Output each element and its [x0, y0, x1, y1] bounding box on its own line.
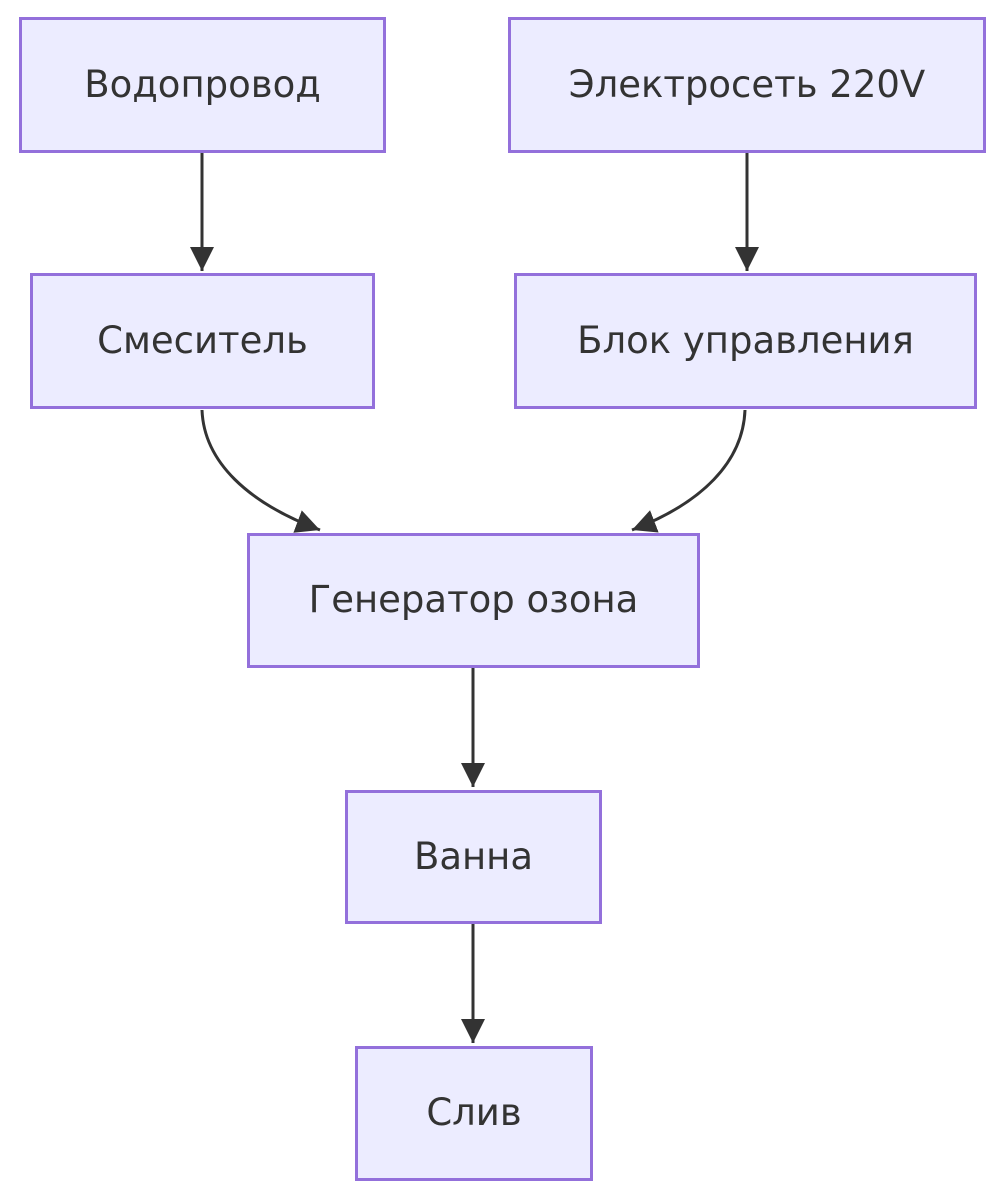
node-power-grid: Электросеть 220V [508, 17, 986, 153]
edge-mixer-to-ozone [200, 409, 321, 533]
node-control-unit-label: Блок управления [577, 318, 914, 362]
node-mixer-label: Смеситель [97, 318, 308, 362]
node-water-supply-label: Водопровод [84, 62, 321, 106]
node-drain-label: Слив [426, 1091, 522, 1135]
node-power-grid-label: Электросеть 220V [568, 62, 926, 106]
node-control-unit: Блок управления [514, 273, 977, 409]
node-drain: Слив [355, 1046, 593, 1181]
node-mixer: Смеситель [30, 273, 375, 409]
node-water-supply: Водопровод [19, 17, 386, 153]
node-ozone-generator: Генератор озона [247, 533, 700, 668]
node-ozone-generator-label: Генератор озона [308, 578, 639, 622]
edge-control-to-ozone [631, 409, 747, 533]
node-bath-label: Ванна [413, 834, 534, 878]
node-bath: Ванна [345, 790, 602, 924]
